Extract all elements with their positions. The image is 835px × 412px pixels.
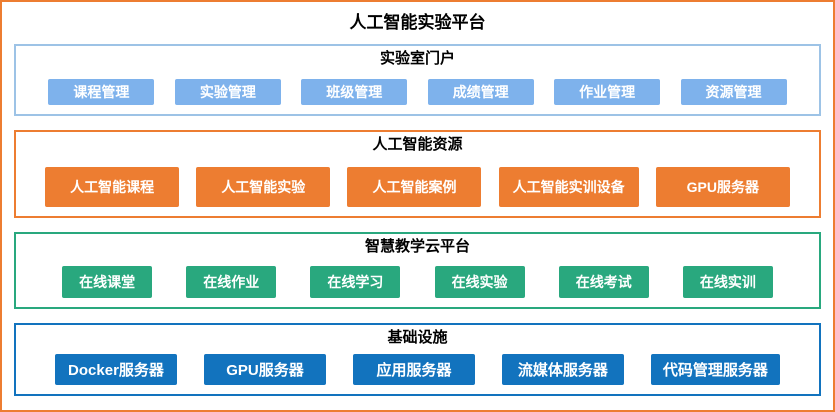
section-lab-portal-title: 实验室门户	[379, 50, 455, 67]
module-online-classroom: 在线课堂	[62, 266, 153, 298]
section-lab-portal: 实验室门户 课程管理 实验管理 班级管理 成绩管理 作业管理 资源管理	[14, 44, 821, 116]
section-ai-resources-row: 人工智能课程 人工智能实验 人工智能案例 人工智能实训设备 GPU服务器	[28, 167, 807, 207]
section-lab-portal-row: 课程管理 实验管理 班级管理 成绩管理 作业管理 资源管理	[28, 79, 807, 105]
section-ai-resources-title: 人工智能资源	[372, 136, 463, 153]
section-cloud-platform-row: 在线课堂 在线作业 在线学习 在线实验 在线考试 在线实训	[28, 266, 807, 298]
module-resource-management: 资源管理	[680, 79, 787, 105]
module-course-management: 课程管理	[48, 79, 155, 105]
diagram-title: 人工智能实验平台	[349, 13, 486, 32]
module-ai-cases: 人工智能案例	[347, 167, 482, 207]
module-online-homework: 在线作业	[186, 266, 277, 298]
section-infrastructure-row: Docker服务器 GPU服务器 应用服务器 流媒体服务器 代码管理服务器	[28, 354, 807, 385]
module-gpu-server-infra: GPU服务器	[203, 354, 326, 385]
section-ai-resources: 人工智能资源 人工智能课程 人工智能实验 人工智能案例 人工智能实训设备 GPU…	[14, 130, 821, 218]
module-ai-courses: 人工智能课程	[45, 167, 180, 207]
module-online-learning: 在线学习	[310, 266, 401, 298]
module-class-management: 班级管理	[301, 79, 408, 105]
module-docker-server: Docker服务器	[54, 354, 177, 385]
section-infrastructure-title: 基础设施	[387, 329, 448, 346]
module-ai-experiments: 人工智能实验	[196, 167, 331, 207]
module-online-exam: 在线考试	[558, 266, 649, 298]
section-cloud-platform: 智慧教学云平台 在线课堂 在线作业 在线学习 在线实验 在线考试 在线实训	[14, 232, 821, 309]
section-cloud-platform-title: 智慧教学云平台	[364, 238, 470, 255]
section-infrastructure: 基础设施 Docker服务器 GPU服务器 应用服务器 流媒体服务器 代码管理服…	[14, 323, 821, 396]
module-code-management-server: 代码管理服务器	[650, 354, 780, 385]
module-app-server: 应用服务器	[352, 354, 475, 385]
module-homework-management: 作业管理	[554, 79, 661, 105]
module-online-experiment: 在线实验	[434, 266, 525, 298]
module-grade-management: 成绩管理	[427, 79, 534, 105]
module-online-training: 在线实训	[682, 266, 773, 298]
module-experiment-management: 实验管理	[174, 79, 281, 105]
module-ai-training-equipment: 人工智能实训设备	[498, 167, 639, 207]
module-streaming-server: 流媒体服务器	[501, 354, 624, 385]
module-gpu-server: GPU服务器	[655, 167, 790, 207]
